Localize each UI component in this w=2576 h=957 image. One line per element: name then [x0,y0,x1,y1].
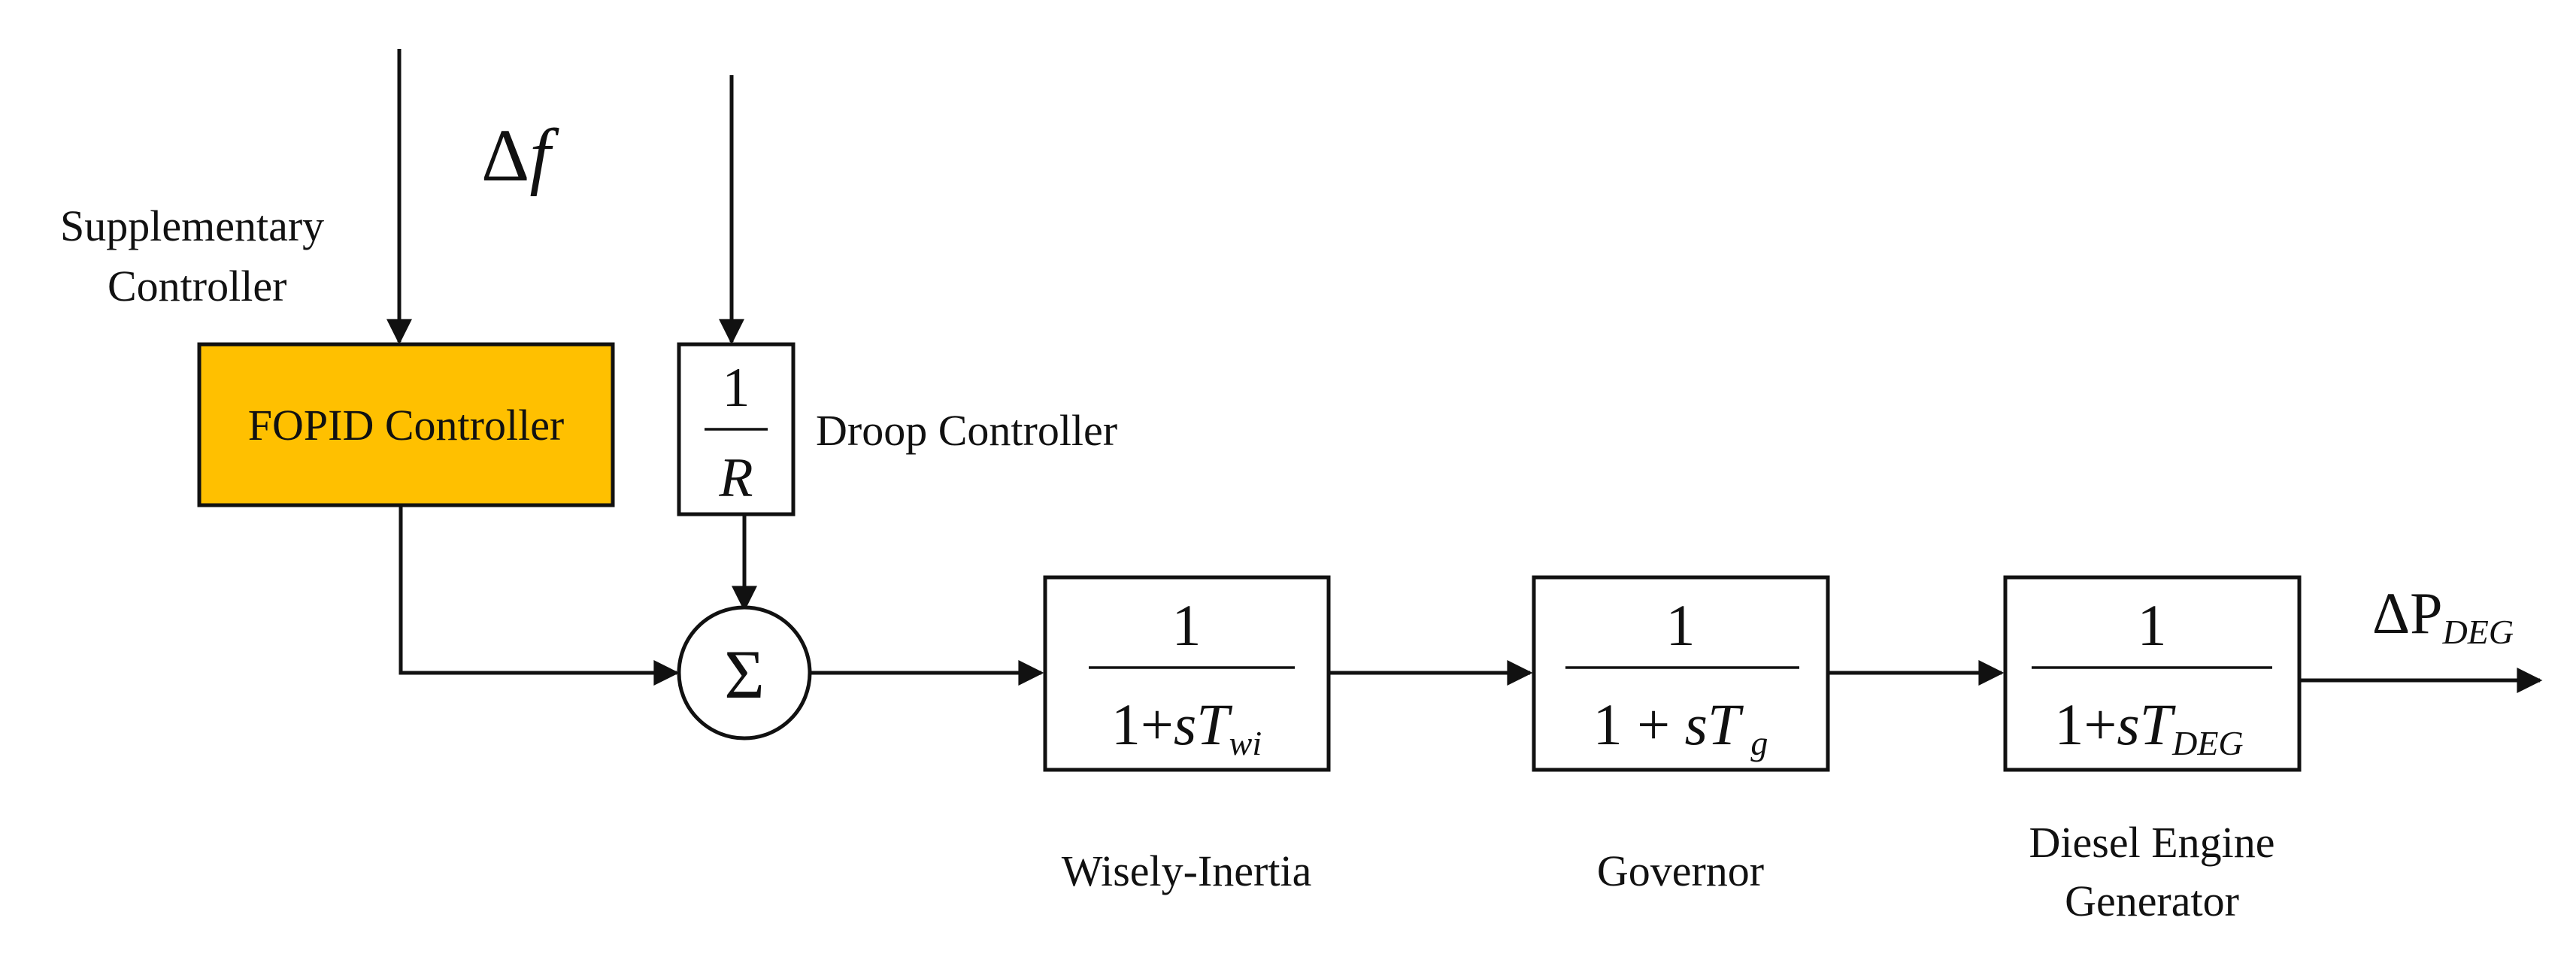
diesel-numerator: 1 [2138,592,2167,658]
supplementary-controller-label-line1: Supplementary [60,201,324,250]
droop-denominator: R [718,447,753,509]
fopid-controller-label: FOPID Controller [248,401,565,450]
wisely-inertia-block [1043,575,1331,772]
governor-label: Governor [1597,846,1764,895]
droop-numerator: 1 [723,357,750,419]
diesel-engine-generator-label-line2: Generator [2065,877,2239,925]
wisely-inertia-label: Wisely-Inertia [1062,846,1312,895]
diesel-engine-generator-label-line1: Diesel Engine [2029,818,2275,867]
diesel-engine-generator-block [2003,575,2302,772]
fopid-to-summation-wire [399,505,680,686]
droop-controller-label: Droop Controller [816,406,1117,455]
diesel-denominator: 1+sTDEG [2054,692,2243,762]
fopid-controller-block [197,342,615,507]
summation-junction [677,605,812,740]
wisely-inertia-denominator: 1+sTwi [1111,692,1262,762]
governor-numerator: 1 [1666,592,1696,658]
delta-f-label: Δf [481,114,559,197]
summation-symbol: Σ [724,636,765,713]
output-delta-p-deg-label: ΔPDEG [2372,580,2514,651]
wisely-inertia-numerator: 1 [1172,592,1202,658]
governor-block [1532,575,1830,772]
supplementary-controller-label-line2: Controller [108,262,286,310]
